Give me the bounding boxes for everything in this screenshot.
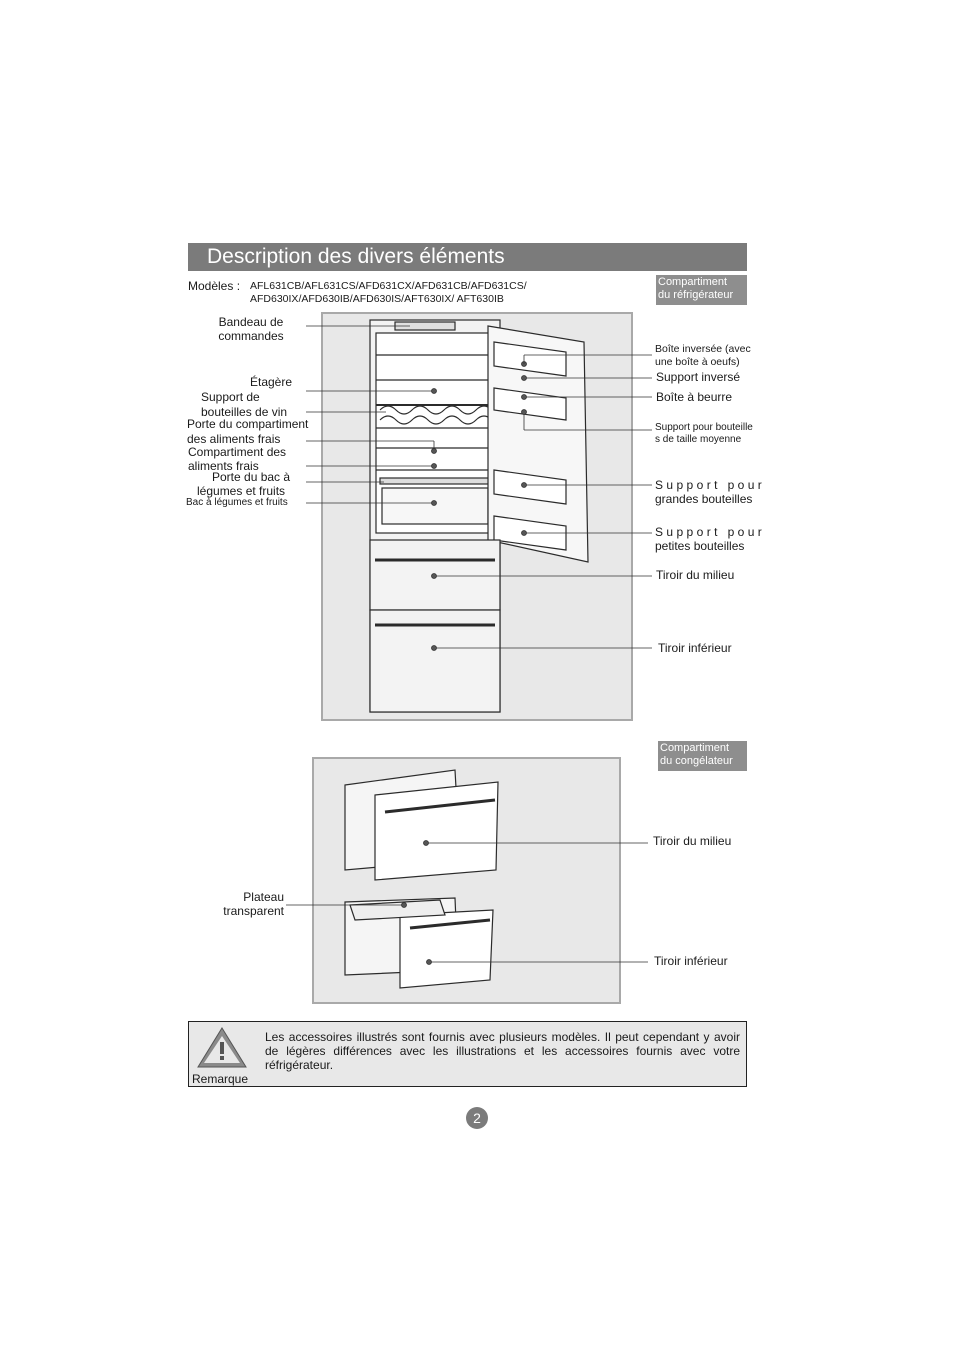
label-medium-bottle-support: Support pour bouteille s de taille moyen… xyxy=(655,422,753,446)
label-inverted-support: Support inversé xyxy=(656,370,740,384)
label-fridge-middle-drawer: Tiroir du milieu xyxy=(656,568,734,582)
label-egg-box: Boîte inversée (avec une boîte à oeufs) xyxy=(655,343,751,369)
label-crisper: Bac à légumes et fruits xyxy=(186,497,288,509)
label-shelf: Étagère xyxy=(250,375,292,389)
page-number: 2 xyxy=(466,1107,488,1129)
label-large-bottle-line-1: Support pour xyxy=(655,478,765,492)
label-freezer-bottom-drawer: Tiroir inférieur xyxy=(654,954,728,968)
note-label: Remarque xyxy=(192,1072,248,1086)
label-control-panel-line-1: Bandeau de xyxy=(206,315,296,329)
label-control-panel-line-2: commandes xyxy=(206,329,296,343)
label-fridge-bottom-drawer: Tiroir inférieur xyxy=(658,641,732,655)
label-crisper-door-line-1: Porte du bac à xyxy=(212,470,290,484)
label-tray-line-1: Plateau xyxy=(200,890,284,904)
label-small-bottle-line-2: petites bouteilles xyxy=(655,539,744,553)
label-large-bottle-line-2: grandes bouteilles xyxy=(655,492,752,506)
label-freezer-middle-drawer: Tiroir du milieu xyxy=(653,834,731,848)
note-text: Les accessoires illustrés sont fournis a… xyxy=(265,1030,740,1072)
label-wine-rack-line-1: Support de xyxy=(201,390,260,404)
label-small-bottle-line-1: Support pour xyxy=(655,525,765,539)
label-fresh-door-line-2: des aliments frais xyxy=(187,432,280,446)
label-fresh-door-line-1: Porte du compartiment xyxy=(187,417,308,431)
label-crisper-door-line-2: légumes et fruits xyxy=(197,484,285,498)
label-medium-bottle-line-1: Support pour bouteille xyxy=(655,422,753,434)
label-medium-bottle-line-2: s de taille moyenne xyxy=(655,434,753,446)
label-control-panel: Bandeau de commandes xyxy=(206,315,296,343)
freezer-middle-drawer-drawing xyxy=(375,782,498,880)
label-tray-line-2: transparent xyxy=(200,904,284,918)
label-egg-box-line-2: une boîte à oeufs) xyxy=(655,356,751,369)
label-transparent-tray: Plateau transparent xyxy=(200,890,284,918)
label-butter-box: Boîte à beurre xyxy=(656,390,732,404)
label-egg-box-line-1: Boîte inversée (avec xyxy=(655,343,751,356)
label-fresh-compartment-line-1: Compartiment des xyxy=(188,445,286,459)
